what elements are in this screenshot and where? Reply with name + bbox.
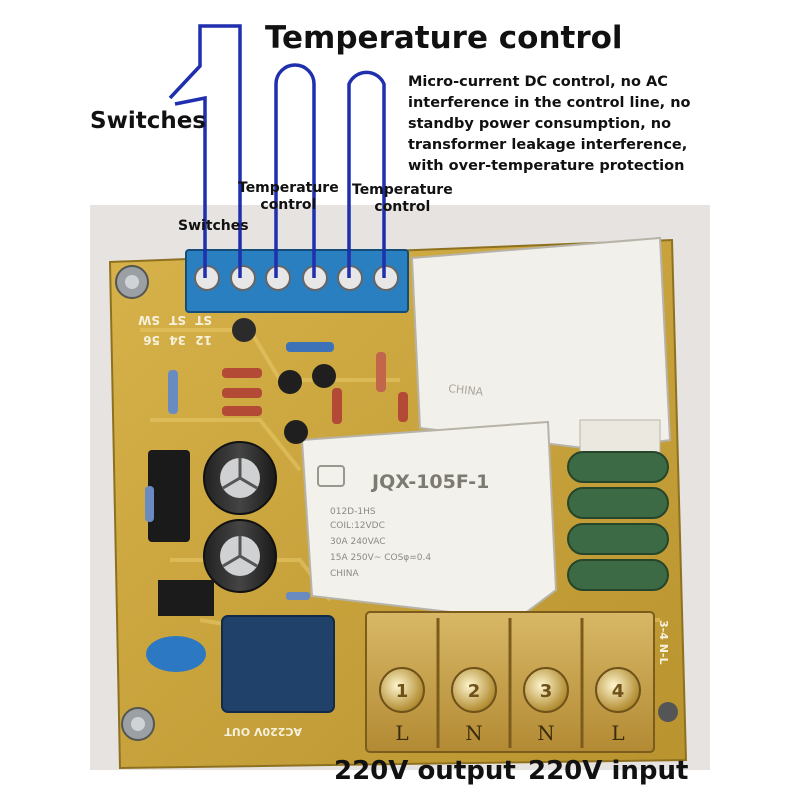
svg-text:CHINA: CHINA xyxy=(330,569,359,579)
svg-text:JQX-105F-1: JQX-105F-1 xyxy=(370,471,489,493)
svg-text:012D-1HS: 012D-1HS xyxy=(330,507,376,517)
barrier-screws xyxy=(379,667,641,713)
corner-screws xyxy=(115,265,678,741)
svg-text:30A 240VAC: 30A 240VAC xyxy=(330,537,386,547)
svg-text:COIL:12VDC: COIL:12VDC xyxy=(330,521,385,531)
svg-text:4: 4 xyxy=(612,681,625,702)
svg-text:AC220V OUT: AC220V OUT xyxy=(224,725,302,738)
barrier-numbers: 1 2 3 4 xyxy=(396,681,625,702)
x-capacitor xyxy=(221,615,335,713)
description-line: Micro-current DC control, no AC xyxy=(408,74,668,90)
relay-large-text: CHINA xyxy=(448,382,485,399)
temp-control-label-left: Temperature control xyxy=(238,180,339,214)
description-line: standby power consumption, no xyxy=(408,116,672,132)
power-resistors xyxy=(567,451,669,591)
svg-text:1: 1 xyxy=(396,681,409,702)
temp-control-label-right: Temperature control xyxy=(352,182,453,216)
temp-control-left-line2: control xyxy=(260,197,317,213)
svg-text:ST: ST xyxy=(168,313,186,327)
svg-text:SW: SW xyxy=(138,313,160,327)
svg-text:2: 2 xyxy=(468,681,481,702)
temp-control-right-line1: Temperature xyxy=(352,182,453,198)
description-line: interference in the control line, no xyxy=(408,95,691,111)
svg-text:12: 12 xyxy=(195,333,212,347)
description-line: with over-temperature protection xyxy=(408,158,685,174)
svg-text:34: 34 xyxy=(169,333,186,347)
description: Micro-current DC control, no AC interfer… xyxy=(408,72,738,177)
svg-text:N: N xyxy=(465,721,483,745)
silkscreen: SW ST ST 56 34 12 3-4 N-L AC220V OUT xyxy=(138,313,670,738)
barrier-marks: L N N L xyxy=(395,721,624,745)
wires xyxy=(168,24,386,278)
svg-text:3: 3 xyxy=(540,681,553,702)
svg-text:ST: ST xyxy=(194,313,212,327)
relay-large xyxy=(410,236,672,452)
svg-text:3-4 N-L: 3-4 N-L xyxy=(657,620,670,664)
switches-label-small: Switches xyxy=(178,218,249,234)
bridge-rectifier xyxy=(158,580,214,616)
electrolytic-capacitors xyxy=(203,318,277,593)
svg-text:N: N xyxy=(537,721,555,745)
svg-text:15A 250V~ COSφ=0.4: 15A 250V~ COSφ=0.4 xyxy=(330,553,431,563)
svg-text:L: L xyxy=(611,721,624,745)
svg-text:56: 56 xyxy=(143,333,160,347)
terminal-screws xyxy=(194,265,399,291)
small-components xyxy=(145,342,408,600)
temp-control-right-line2: control xyxy=(374,199,431,215)
output-label: 220V output xyxy=(334,756,516,786)
page-title: Temperature control xyxy=(265,20,623,56)
inductor xyxy=(148,450,190,542)
relay-small-label: JQX-105F-1 012D-1HS COIL:12VDC 30A 240VA… xyxy=(330,471,489,579)
svg-text:L: L xyxy=(395,721,408,745)
switches-label-main: Switches xyxy=(90,108,206,134)
temp-control-left-line1: Temperature xyxy=(238,180,339,196)
input-label: 220V input xyxy=(528,756,689,786)
description-line: transformer leakage interference, xyxy=(408,137,688,153)
